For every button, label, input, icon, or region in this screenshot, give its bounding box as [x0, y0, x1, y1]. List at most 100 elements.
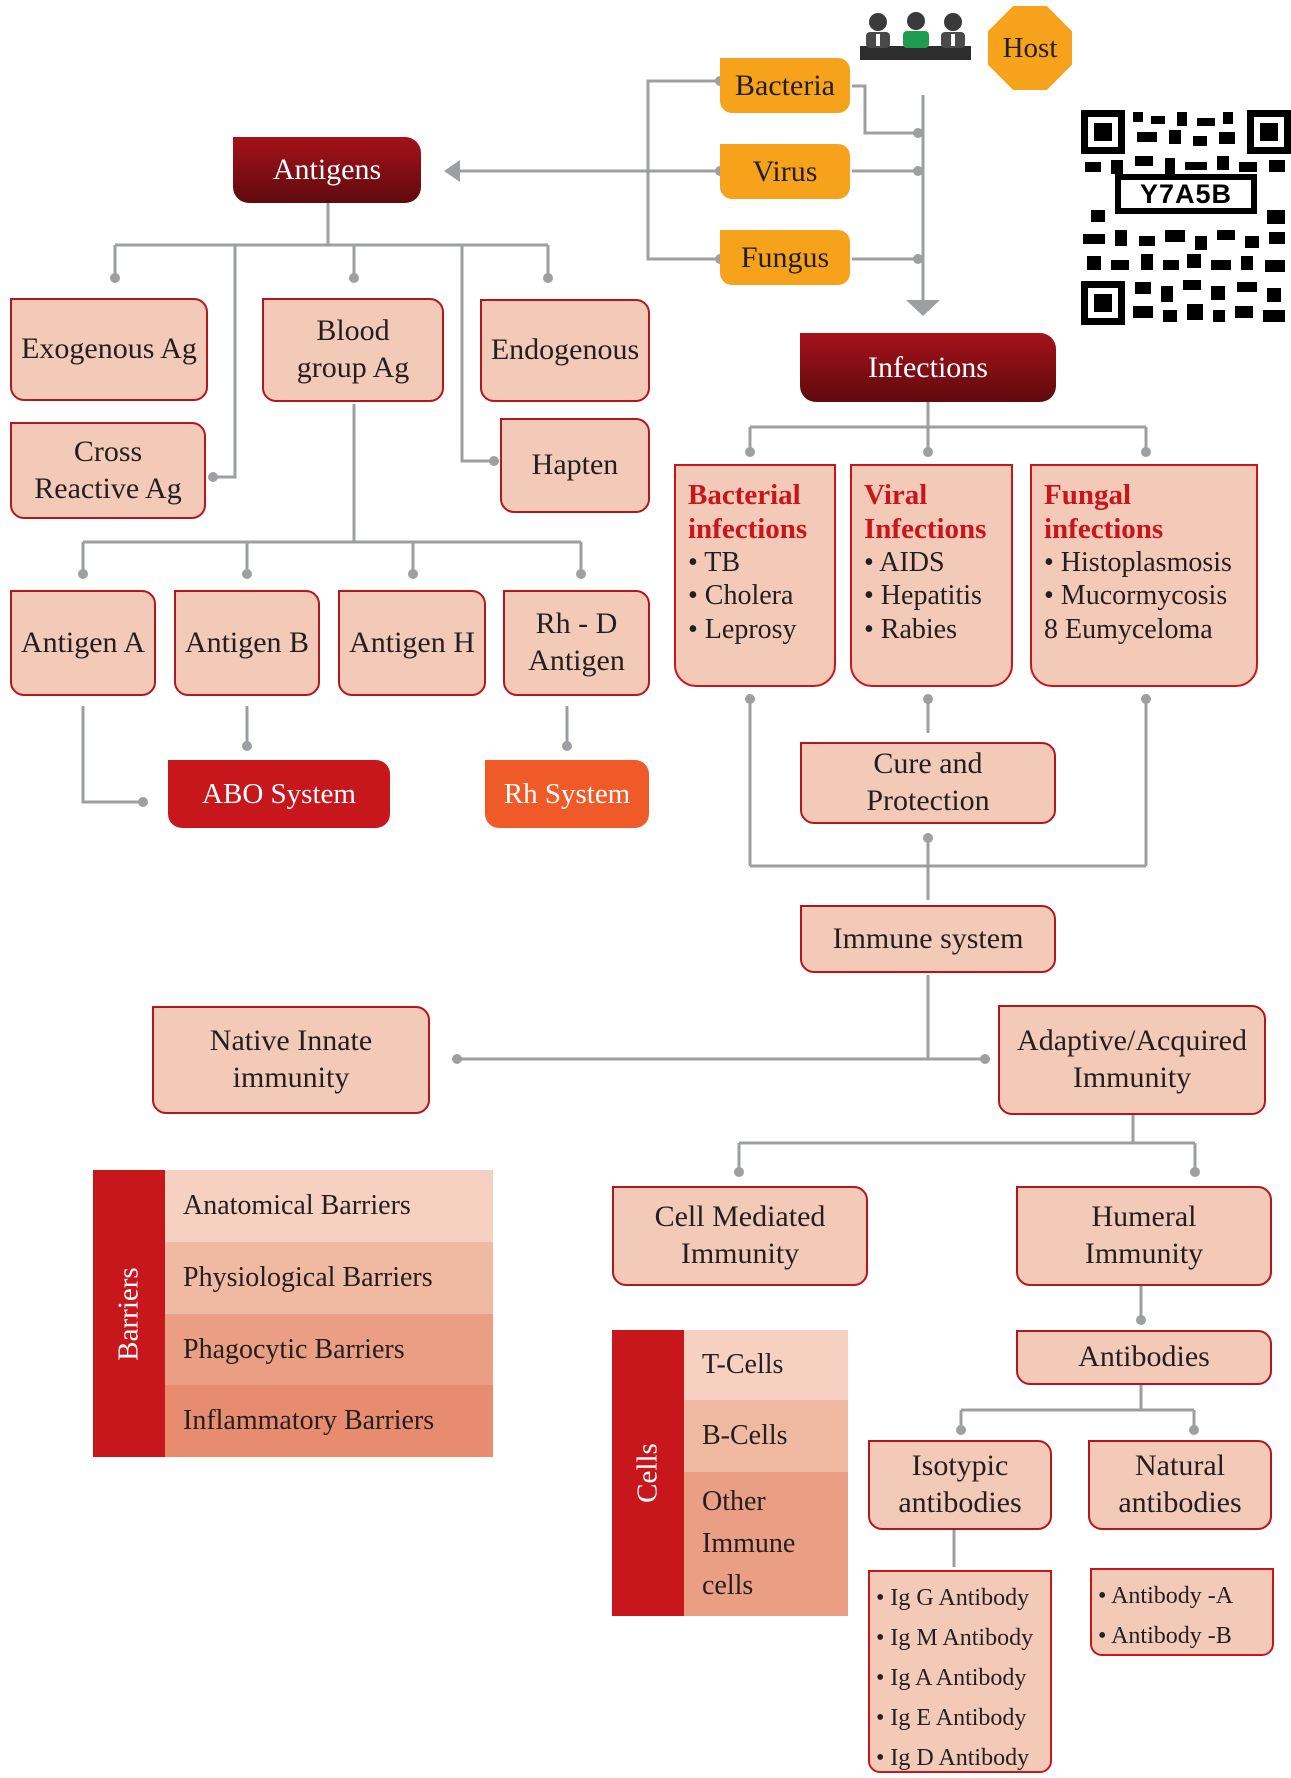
tcells-label: T-Cells [702, 1349, 784, 1380]
adaptive-immunity-box: Adaptive/Acquired Immunity [998, 1005, 1266, 1115]
bcells-label: B-Cells [702, 1420, 788, 1451]
bacterial-item: • Cholera [688, 580, 794, 612]
blood-group-line2: group Ag [296, 351, 410, 384]
cells-panel: Cells T-Cells B-Cells Other Immune cells [612, 1330, 848, 1616]
viral-infections-box: Viral Infections • AIDS • Hepatitis • Ra… [850, 464, 1013, 687]
list-item: • Antibody -A [1098, 1583, 1234, 1609]
antigen-h-label: Antigen H [349, 625, 475, 659]
viral-heading-line1: Viral [864, 479, 928, 511]
antigen-b-box: Antigen B [174, 590, 320, 696]
virus-box: Virus [720, 144, 850, 199]
fungal-infections-box: Fungal infections • Histoplasmosis • Muc… [1030, 464, 1258, 687]
cross-reactive-line1: Cross [73, 434, 143, 468]
blood-group-ag-box: Blood group Ag [262, 298, 444, 402]
list-item: • Ig E Antibody [876, 1705, 1027, 1732]
natural-line1: Natural [1135, 1449, 1225, 1483]
antigens-title: Antigens [233, 137, 421, 203]
barriers-label: Barriers [112, 1266, 145, 1361]
barrier-item: Anatomical Barriers [183, 1190, 411, 1221]
other-cells-line1: Other [702, 1486, 766, 1517]
natural-antibody-list: • Antibody -A • Antibody -B [1090, 1568, 1274, 1656]
rh-system-label: Rh System [503, 777, 631, 810]
barrier-row: Physiological Barriers [165, 1242, 493, 1314]
fungal-heading-line1: Fungal [1044, 479, 1132, 511]
qr-code-icon [1081, 110, 1291, 325]
barriers-panel: Barriers Anatomical Barriers Physiologic… [93, 1170, 493, 1457]
list-item: • Ig A Antibody [876, 1665, 1027, 1692]
list-item: • Ig D Antibody [876, 1745, 1030, 1772]
list-item: • Ig M Antibody [876, 1625, 1034, 1652]
cell-mediated-line1: Cell Mediated [654, 1200, 826, 1234]
adaptive-line2: Immunity [1072, 1061, 1192, 1094]
cell-mediated-immunity-box: Cell Mediated Immunity [612, 1186, 868, 1286]
abo-system-label: ABO System [202, 777, 356, 810]
humeral-line1: Humeral [1091, 1200, 1197, 1234]
isotypic-line2: antibodies [898, 1486, 1022, 1519]
bacterial-heading-line1: Bacterial [688, 479, 801, 511]
barrier-row: Anatomical Barriers [165, 1170, 493, 1242]
cells-label: Cells [631, 1443, 664, 1503]
host-badge: Host [988, 6, 1072, 90]
viral-item: • Rabies [864, 613, 958, 645]
barrier-item: Inflammatory Barriers [183, 1405, 435, 1436]
adaptive-line1: Adaptive/Acquired [1017, 1024, 1247, 1058]
list-item: • Ig G Antibody [876, 1585, 1030, 1611]
cure-protection-box: Cure and Protection [800, 742, 1056, 824]
antibodies-label: Antibodies [1078, 1340, 1210, 1374]
fungal-item: • Mucormycosis [1044, 580, 1228, 612]
cross-reactive-line2: Reactive Ag [34, 471, 182, 505]
bacterial-item: • TB [688, 547, 741, 579]
rh-d-line1: Rh - D [535, 607, 618, 641]
endogenous-label: Endogenous [490, 333, 640, 367]
viral-item: • AIDS [864, 547, 945, 579]
other-cells-line2: Immune [702, 1528, 796, 1559]
cells-side-label: Cells [612, 1330, 684, 1616]
bacterial-item: • Leprosy [688, 613, 797, 645]
endogenous-box: Endogenous [480, 299, 650, 402]
antigen-a-label: Antigen A [20, 625, 146, 659]
immune-system-box: Immune system [800, 905, 1056, 973]
cross-reactive-ag-box: Cross Reactive Ag [10, 422, 206, 519]
cell-mediated-line2: Immunity [680, 1237, 800, 1270]
virus-label: Virus [752, 154, 818, 188]
hapten-label: Hapten [531, 448, 619, 482]
cure-line2: Protection [866, 784, 990, 817]
antibodies-box: Antibodies [1016, 1330, 1272, 1385]
fungus-label: Fungus [740, 240, 830, 274]
bacterial-infections-box: Bacterial infections • TB • Cholera • Le… [674, 464, 836, 687]
qr-code-text: Y7A5B [1139, 179, 1233, 209]
barrier-item: Phagocytic Barriers [183, 1333, 405, 1365]
immune-system-label: Immune system [832, 921, 1024, 955]
native-innate-immunity-box: Native Innate immunity [152, 1006, 430, 1114]
natural-antibodies-box: Natural antibodies [1088, 1440, 1272, 1530]
infections-title-label: Infections [868, 350, 988, 384]
other-cells-line3: cells [702, 1570, 754, 1601]
antigens-title-label: Antigens [272, 153, 382, 186]
native-line1: Native Innate [209, 1024, 373, 1058]
natural-line2: antibodies [1118, 1486, 1242, 1519]
native-line2: immunity [232, 1061, 350, 1094]
rh-d-line2: Antigen [528, 644, 625, 677]
fungal-item: • Histoplasmosis [1044, 547, 1232, 579]
host-label: Host [1002, 31, 1058, 64]
antigen-b-label: Antigen B [184, 625, 310, 659]
rh-system-box: Rh System [485, 760, 649, 828]
people-icon [860, 12, 971, 60]
humeral-immunity-box: Humeral Immunity [1016, 1186, 1272, 1286]
viral-heading-line2: Infections [864, 513, 987, 546]
barrier-row: Phagocytic Barriers [165, 1314, 493, 1385]
fungus-box: Fungus [720, 230, 850, 285]
isotypic-antibodies-box: Isotypic antibodies [868, 1440, 1052, 1530]
list-item: • Antibody -B [1098, 1623, 1232, 1650]
hapten-box: Hapten [500, 418, 650, 513]
barriers-side-label: Barriers [93, 1170, 165, 1457]
exogenous-ag-label: Exogenous Ag [21, 332, 197, 366]
blood-group-line1: Blood [316, 314, 390, 348]
cells-row: T-Cells [684, 1330, 848, 1400]
fungal-heading-line2: infections [1044, 513, 1164, 546]
cells-row: B-Cells [684, 1400, 848, 1472]
infections-title: Infections [800, 333, 1056, 402]
cure-line1: Cure and [873, 747, 983, 781]
